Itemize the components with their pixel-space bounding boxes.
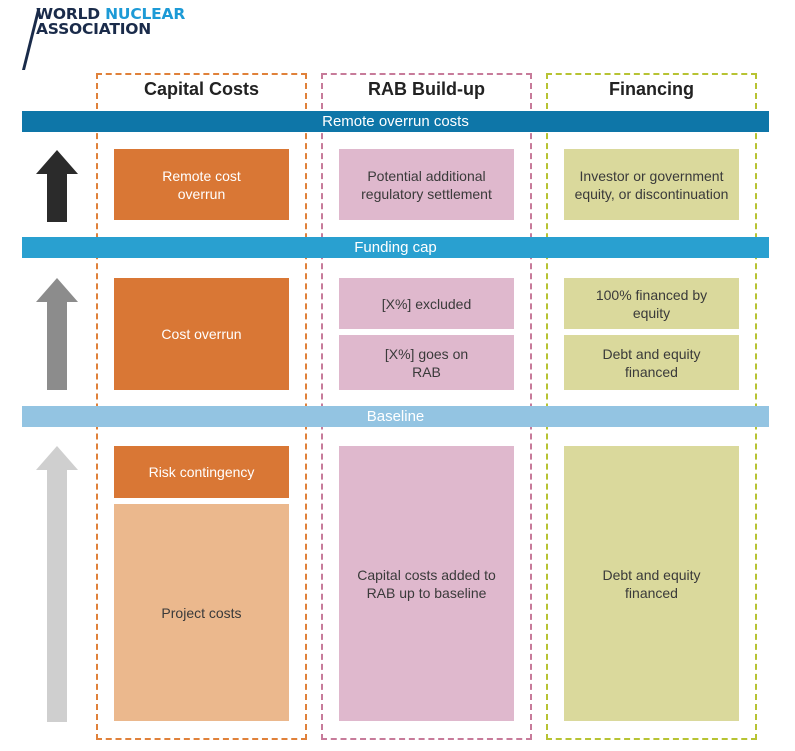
logo-nuclear: NUCLEAR	[105, 5, 186, 23]
logo-world: WORLD	[36, 5, 106, 23]
risk-contingency-label: Risk contingency	[148, 464, 255, 480]
excluded-box: [X%] excluded	[339, 278, 514, 329]
arrow-up-dark-icon	[36, 150, 78, 222]
goes-on-rab-box: [X%] goes on RAB	[339, 335, 514, 390]
investor-equity-label: Investor or government equity, or discon…	[574, 167, 729, 202]
risk-contingency-box: Risk contingency	[114, 446, 289, 498]
debt-equity-base-box: Debt and equity financed	[564, 446, 739, 721]
funding-cap-band: Funding cap	[22, 237, 769, 258]
goes-on-rab-label: [X%] goes on RAB	[384, 345, 469, 380]
debt-equity-mid-label: Debt and equity financed	[602, 345, 701, 380]
cost-overrun-box: Cost overrun	[114, 278, 289, 390]
excluded-label: [X%] excluded	[381, 295, 472, 312]
regulatory-settlement-box: Potential additional regulatory settleme…	[339, 149, 514, 220]
financing-title: Financing	[609, 79, 694, 99]
remote-overrun-band: Remote overrun costs	[22, 111, 769, 132]
remote-cost-overrun-box: Remote cost overrun	[114, 149, 289, 220]
capital-costs-title: Capital Costs	[143, 79, 260, 99]
arrow-up-light-icon	[36, 446, 78, 722]
investor-equity-box: Investor or government equity, or discon…	[564, 149, 739, 220]
remote-cost-overrun-label: Remote cost overrun	[162, 167, 241, 202]
financed-by-equity-box: 100% financed by equity	[564, 278, 739, 329]
rab-buildup-title: RAB Build-up	[368, 79, 485, 99]
debt-equity-base-label: Debt and equity financed	[602, 566, 701, 601]
capital-costs-added-box: Capital costs added to RAB up to baselin…	[339, 446, 514, 721]
project-costs-box: Project costs	[114, 504, 289, 721]
logo-association: ASSOCIATION	[36, 20, 152, 38]
cost-overrun-label: Cost overrun	[161, 326, 242, 342]
financed-by-equity-label: 100% financed by equity	[595, 286, 708, 321]
project-costs-label: Project costs	[161, 604, 242, 621]
baseline-band: Baseline	[22, 406, 769, 427]
arrow-up-medium-icon	[36, 278, 78, 390]
logo: WORLD NUCLEAR ASSOCIATION	[36, 5, 186, 38]
regulatory-settlement-label: Potential additional regulatory settleme…	[361, 167, 492, 202]
capital-costs-added-label: Capital costs added to RAB up to baselin…	[357, 566, 496, 601]
debt-equity-mid-box: Debt and equity financed	[564, 335, 739, 390]
